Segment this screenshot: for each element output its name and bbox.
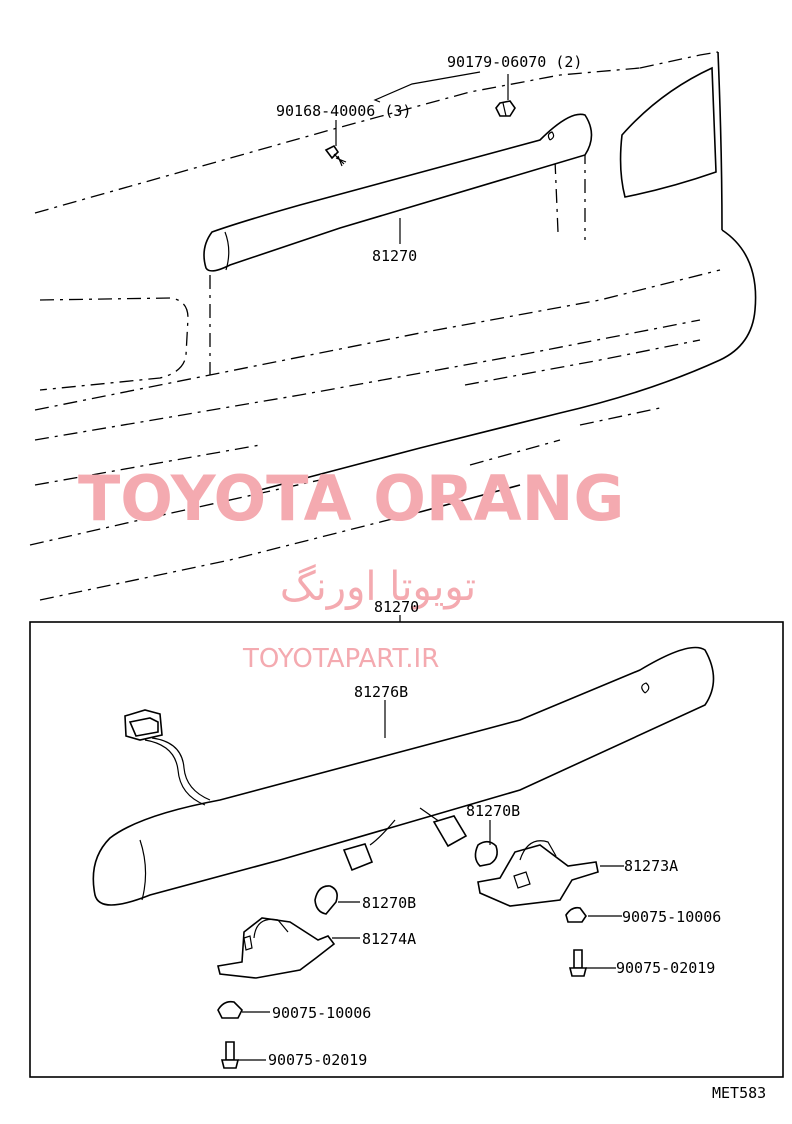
lower-leaders <box>238 700 624 1061</box>
bulb-icon <box>314 840 498 915</box>
label-lens: 81276B <box>354 683 408 701</box>
clip-icon <box>217 906 587 1019</box>
label-bulb-right: 81270B <box>466 802 520 820</box>
garnish-lens <box>92 646 715 906</box>
screw-icon <box>220 949 588 1069</box>
label-bulb-left: 81270B <box>362 894 416 912</box>
clip-nut-icon <box>495 100 516 117</box>
upper-leaders <box>335 71 509 244</box>
label-screw-right: 90075-02019 <box>616 959 715 977</box>
label-screw-top: 90168-40006 (3) <box>276 102 411 120</box>
label-nut-top: 90179-06070 (2) <box>447 53 582 71</box>
diagram-code: MET583 <box>712 1084 766 1102</box>
exploded-view-frame <box>29 621 784 1078</box>
vehicle-body-outline <box>29 51 757 601</box>
socket-assy-right <box>477 840 599 907</box>
socket-icon <box>342 815 468 872</box>
label-clip-right: 90075-10006 <box>622 908 721 926</box>
screw-icon <box>324 144 347 167</box>
label-socket-right: 81273A <box>624 857 678 875</box>
garnish-lamp-upper <box>203 113 593 272</box>
watermark-brand-fa: تویوتا اورنگ <box>280 564 476 610</box>
watermark-brand: TOYOTA ORANG <box>78 462 624 535</box>
label-socket-left: 81274A <box>362 930 416 948</box>
watermark-url: TOYOTAPART.IR <box>242 644 439 674</box>
label-lamp-assy-upper: 81270 <box>372 247 417 265</box>
connector-icon <box>128 717 159 737</box>
socket-assy-left <box>217 917 336 979</box>
label-screw-left: 90075-02019 <box>268 1051 367 1069</box>
label-clip-left: 90075-10006 <box>272 1004 371 1022</box>
label-lamp-assy-box: 81270 <box>374 598 419 616</box>
